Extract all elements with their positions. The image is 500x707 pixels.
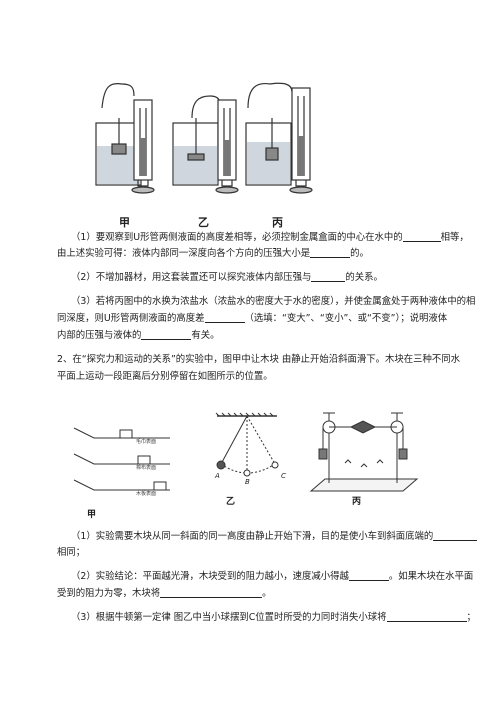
answer-blank[interactable]: [310, 246, 351, 258]
card: [349, 420, 377, 434]
answer-blank[interactable]: [204, 311, 245, 323]
ramp-3: [73, 479, 170, 491]
surface-label-towel: 毛巾表面: [136, 439, 157, 445]
u-tube-jia: [121, 83, 155, 194]
q2-intro-line1: 2、在“探究力和运动的关系”的实验中，图甲中让木块 由静止开始沿斜面滑下。木块在…: [57, 354, 461, 365]
surface-label-wood: 木板表面: [136, 491, 157, 497]
beaker-bing: [245, 82, 292, 186]
u-tube-yi: [209, 95, 239, 194]
figure-label-bing: 丙: [272, 216, 283, 229]
q2-intro-line2: 平面上运动一段距离后分别停留在如图所示的位置。: [57, 371, 273, 382]
answer-blank[interactable]: [386, 610, 467, 622]
pendulum-label-c: C: [281, 472, 286, 480]
ramp-2: [73, 453, 170, 465]
figure2-label-jia: 甲: [87, 510, 97, 520]
answer-blank[interactable]: [311, 270, 346, 282]
ramp-1: [73, 427, 170, 439]
pendulum-label-a: A: [215, 472, 220, 480]
figure-label-jia: 甲: [119, 216, 130, 229]
answer-blank[interactable]: [160, 586, 263, 598]
force-apparatus-figure: [309, 412, 419, 492]
q2-part2-line1: （2）实验结论：平面越光滑，木块受到的阻力越小，速度减小得越。如果木块在水平面: [71, 569, 474, 582]
pendulum-ball: [216, 460, 226, 470]
ramp-figure: [73, 427, 170, 491]
q2-part1-line1: （1）实验需要木块从同一斜面的同一高度由静止开始下滑，目的是使小车到斜面底端的: [71, 529, 478, 545]
q1-part3-line3: 内部的压强与液体的有关。: [57, 328, 220, 341]
pendulum-figure: [215, 412, 279, 477]
manometer-figure: [95, 82, 313, 194]
figure2-label-bing: 丙: [352, 497, 362, 507]
q1-part3-line2: 同深度，则U形管两侧液面的高度差（选填：“变大”、“变小”、或“不变”）；说明液…: [57, 311, 448, 324]
answer-blank[interactable]: [141, 328, 192, 340]
q2-part2-line2: 受到的阻力为零，木块将。: [57, 586, 272, 599]
u-tube-bing: [269, 82, 313, 194]
q1-part1-line1: （1）要观察到U形管两侧液面的高度差相等，必须控制金属盒面的中心在水中的相等，: [71, 230, 469, 243]
pendulum-label-b: B: [245, 478, 250, 486]
q1-part3-line1: （3）若将丙图中的水换为浓盐水（浓盐水的密度大于水的密度），并使金属盒处于两种液…: [71, 296, 476, 307]
surface-label-cotton: 棉布表面: [136, 465, 157, 471]
figure2-label-yi: 乙: [226, 497, 236, 507]
q1-part1-line2: 由上述实验可得：液体内部同一深度向各个方向的压强大小是的。: [57, 246, 369, 259]
q2-part1-line2: 相同；: [57, 547, 86, 558]
q2-part3: （3）根据牛顿第一定律 图乙中当小球摆到C位置时所受的力同时消失小球将；: [71, 610, 476, 623]
answer-blank[interactable]: [348, 569, 389, 581]
answer-blank[interactable]: [433, 529, 478, 541]
answer-blank[interactable]: [402, 230, 441, 242]
beaker-yi: [172, 95, 219, 186]
figure-label-yi: 乙: [198, 216, 209, 229]
q1-part2: （2）不增加器材，用这套装置还可以探究液体内部压强与的关系。: [71, 270, 383, 283]
